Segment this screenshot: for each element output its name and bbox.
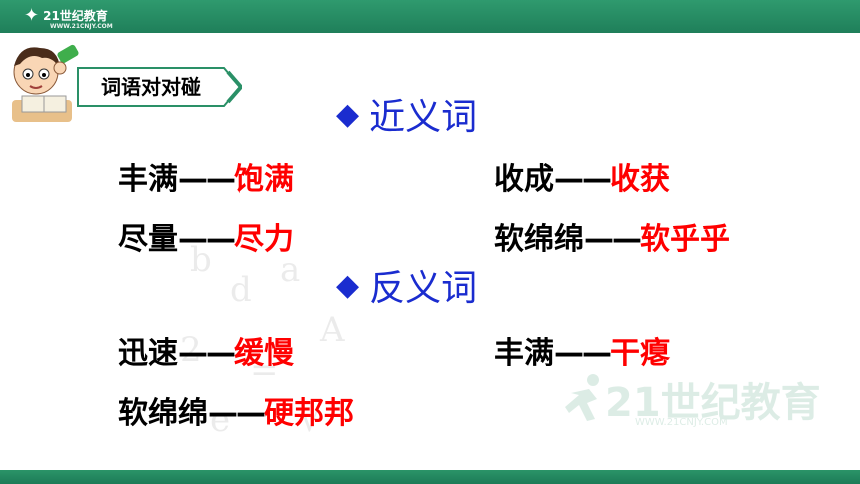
logo-text: 21世纪教育 xyxy=(43,9,108,23)
pair-word: 软绵绵 xyxy=(494,222,584,257)
antonyms-heading-text: 反义词 xyxy=(369,268,478,309)
pair-answer: 硬邦邦 xyxy=(264,396,354,431)
pair-answer: 软乎乎 xyxy=(640,222,730,257)
synonym-pair: 收成——收获 xyxy=(494,162,670,198)
pair-answer: 尽力 xyxy=(234,222,294,257)
pair-word: 收成 xyxy=(494,162,554,197)
pair-dash: —— xyxy=(178,162,236,197)
diamond-bullet-icon: ◆ xyxy=(336,267,360,303)
antonym-pair: 迅速——缓慢 xyxy=(118,336,294,372)
synonyms-heading-text: 近义词 xyxy=(369,97,478,138)
section-tag: 词语对对碰 xyxy=(76,66,242,108)
synonym-pair: 尽量——尽力 xyxy=(118,222,294,258)
runner-watermark-icon xyxy=(565,374,599,421)
watermark-url: WWW.21CNJY.COM xyxy=(635,417,728,428)
pair-dash: —— xyxy=(208,396,266,431)
site-logo: ✦ 21世纪教育 WWW.21CNJY.COM xyxy=(24,4,113,31)
pair-answer: 收获 xyxy=(610,162,670,197)
pair-word: 丰满 xyxy=(118,162,178,197)
synonym-pair: 软绵绵——软乎乎 xyxy=(494,222,730,258)
antonyms-heading: ◆ 反义词 xyxy=(336,259,477,311)
bottom-banner xyxy=(0,470,860,484)
pair-answer: 干瘪 xyxy=(610,336,670,371)
diamond-bullet-icon: ◆ xyxy=(336,96,360,132)
synonyms-heading: ◆ 近义词 xyxy=(336,88,477,140)
math-watermark: b d a A 2 = e √ xyxy=(180,240,345,440)
antonym-pair: 丰满——干瘪 xyxy=(494,336,670,372)
watermark-text: 21世纪教育 xyxy=(605,380,821,426)
pair-word: 尽量 xyxy=(118,222,178,257)
pair-dash: —— xyxy=(584,222,642,257)
antonym-pair: 软绵绵——硬邦邦 xyxy=(118,396,354,432)
top-banner: ✦ 21世纪教育 WWW.21CNJY.COM xyxy=(0,0,860,33)
boy-reading-mascot-icon xyxy=(12,44,79,122)
pair-dash: —— xyxy=(554,336,612,371)
pair-dash: —— xyxy=(178,222,236,257)
pair-answer: 缓慢 xyxy=(234,336,294,371)
pair-answer: 饱满 xyxy=(234,162,294,197)
pair-dash: —— xyxy=(178,336,236,371)
tag-label: 词语对对碰 xyxy=(101,75,201,99)
pair-word: 迅速 xyxy=(118,336,178,371)
synonym-pair: 丰满——饱满 xyxy=(118,162,294,198)
tag-arrow-shape xyxy=(77,67,242,107)
logo-url: WWW.21CNJY.COM xyxy=(50,23,113,30)
pair-dash: —— xyxy=(554,162,612,197)
brand-watermark: 21世纪教育 WWW.21CNJY.COM xyxy=(565,365,821,435)
pair-word: 丰满 xyxy=(494,336,554,371)
runner-icon: ✦ xyxy=(24,5,40,26)
pair-word: 软绵绵 xyxy=(118,396,208,431)
